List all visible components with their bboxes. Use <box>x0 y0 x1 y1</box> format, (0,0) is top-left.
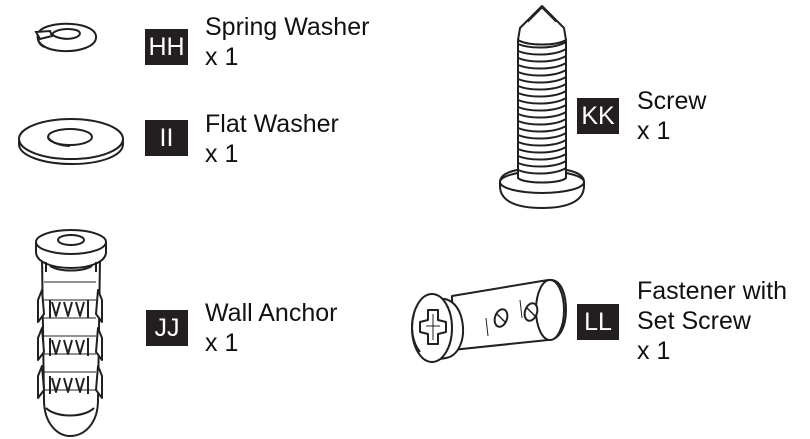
part-code-badge: HH <box>145 29 188 65</box>
part-name-line2: Set Screw <box>637 307 751 335</box>
part-name-line1: Fastener with <box>637 277 788 305</box>
part-name: Screw <box>637 87 707 115</box>
part-name: Wall Anchor <box>205 299 338 327</box>
part-quantity: x 1 <box>637 337 671 365</box>
part-code-badge: LL <box>577 304 619 340</box>
part-quantity: x 1 <box>205 140 239 168</box>
part-code-badge: JJ <box>146 310 188 346</box>
part-code-badge: KK <box>577 98 619 134</box>
part-name: Spring Washer <box>205 13 370 41</box>
part-code-badge: II <box>145 120 188 156</box>
part-quantity: x 1 <box>205 329 239 357</box>
part-quantity: x 1 <box>205 43 239 71</box>
part-name: Flat Washer <box>205 110 339 138</box>
part-quantity: x 1 <box>637 117 671 145</box>
